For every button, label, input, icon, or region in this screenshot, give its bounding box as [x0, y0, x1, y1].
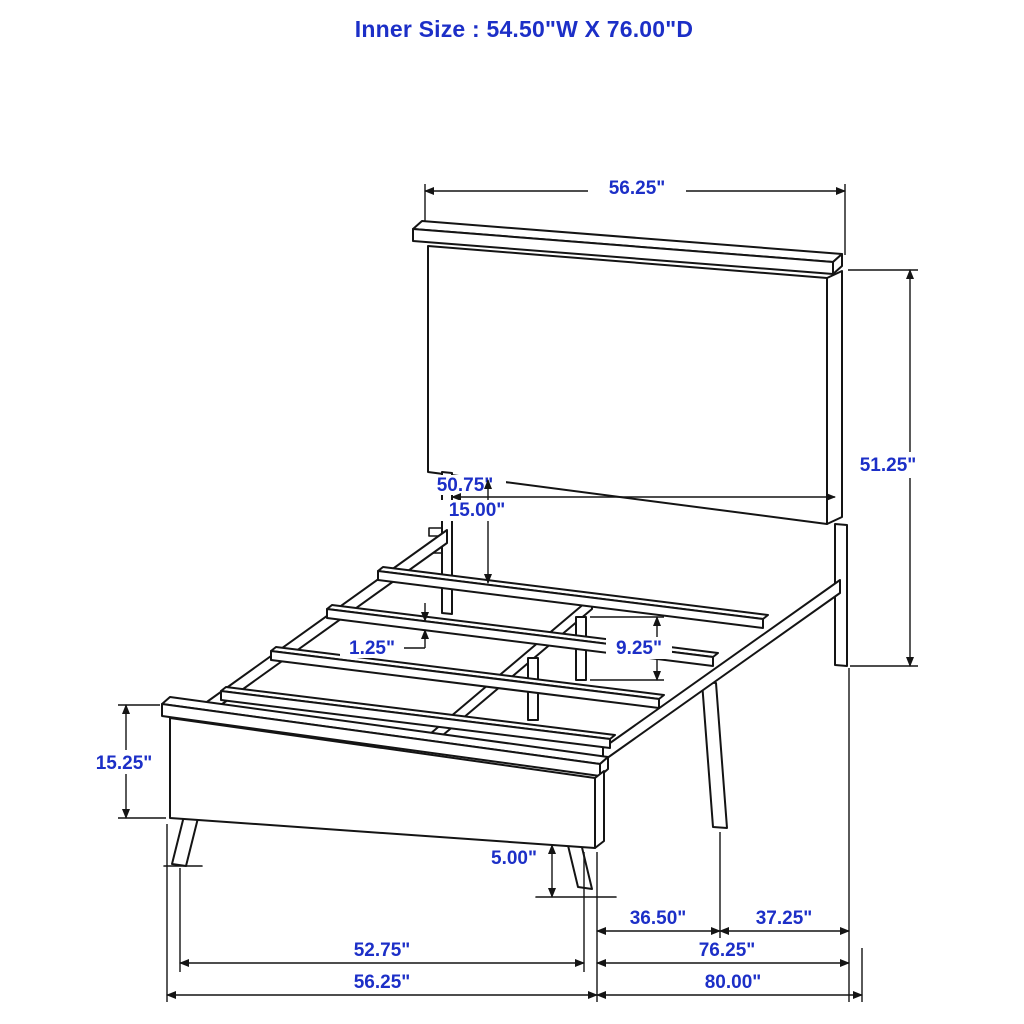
dim-depth-front-section: 36.50": [596, 908, 721, 935]
dim-label-depth-rear-section: 37.25": [756, 908, 813, 929]
slat: [270, 646, 665, 700]
label-mask: [606, 637, 672, 659]
dim-label-overall-depth: 80.00": [705, 972, 762, 993]
dim-label-headboard-width: 56.25": [609, 178, 666, 199]
headboard-cap-end: [832, 253, 843, 275]
page-title: Inner Size : 54.50"W X 76.00"D: [354, 16, 694, 42]
leg-rear-right: [701, 681, 728, 829]
label-mask: [848, 452, 928, 478]
dim-footboard-width: 56.25": [166, 972, 598, 999]
dim-label-headboard-height: 51.25": [860, 455, 917, 476]
dim-panel-to-rail-gap: 15.00": [437, 479, 517, 584]
dim-headboard-width: 56.25": [424, 177, 846, 255]
dim-label-footboard-height: 15.25": [96, 753, 153, 774]
slat: [377, 570, 764, 629]
footboard-panel-side: [594, 770, 605, 849]
dim-label-footboard-width: 56.25": [354, 972, 411, 993]
dimension-annotations: 56.25" 51.25" 50.75" 15.00": [86, 177, 928, 1002]
slat: [270, 650, 660, 709]
headboard-leg-right: [834, 523, 848, 667]
label-mask: [588, 177, 686, 199]
headboard-panel-side: [826, 270, 843, 525]
dim-label-inner-footboard-width: 52.75": [354, 940, 411, 961]
footboard: [161, 696, 609, 849]
label-mask: [86, 750, 162, 774]
label-mask: [340, 637, 404, 658]
dim-center-leg-height: 9.25": [590, 616, 672, 681]
dim-headboard-height: 51.25": [848, 269, 928, 667]
dim-inner-footboard-width: 52.75": [179, 940, 585, 967]
dim-slat-thickness: 1.25": [340, 603, 429, 659]
headboard: [412, 220, 848, 667]
dim-footboard-height: 15.25": [86, 704, 166, 819]
dim-label-floor-clearance: 5.00": [491, 848, 537, 869]
dim-label-depth-front-section: 36.50": [630, 908, 687, 929]
dim-depth-rear-section: 37.25": [719, 908, 850, 935]
dim-overall-depth: 80.00": [596, 972, 863, 999]
label-mask: [482, 847, 544, 868]
dim-label-panel-to-rail-gap: 15.00": [449, 500, 506, 521]
bed-frame-drawing: [161, 220, 848, 898]
dim-frame-depth: 76.25": [596, 940, 850, 967]
dim-label-frame-depth: 76.25": [699, 940, 756, 961]
dim-label-inner-headboard-width: 50.75": [437, 475, 494, 496]
dim-label-center-leg-height: 9.25": [616, 638, 662, 659]
dim-label-slat-thickness: 1.25": [349, 638, 395, 659]
footboard-cap-end: [599, 756, 609, 777]
slat: [377, 566, 769, 620]
leg-front-left: [171, 815, 199, 867]
slat: [220, 690, 611, 749]
label-mask: [437, 500, 517, 521]
dim-floor-clearance: 5.00": [482, 844, 556, 898]
